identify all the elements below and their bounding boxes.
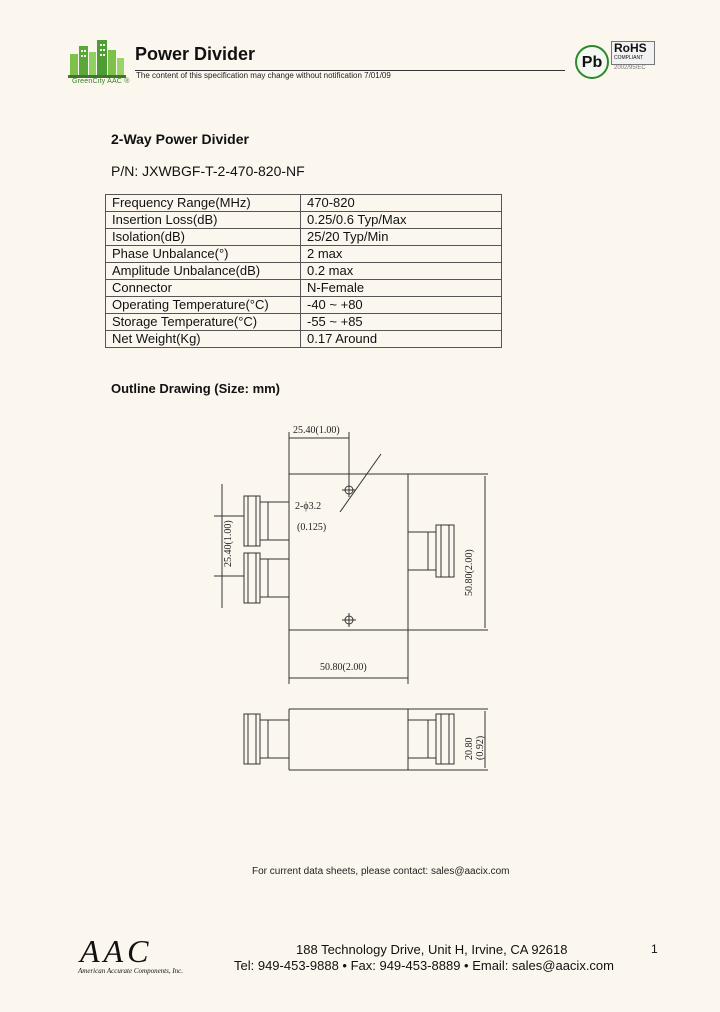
spec-table: Frequency Range(MHz)470-820 Insertion Lo… xyxy=(105,194,502,348)
spec-param: Connector xyxy=(105,279,301,297)
spec-value: -40 ~ +80 xyxy=(300,296,502,314)
spec-row: Isolation(dB)25/20 Typ/Min xyxy=(105,228,502,246)
rohs-subtitle: COMPLIANT xyxy=(614,55,644,61)
connector-side-left xyxy=(243,713,290,765)
spec-value: N-Female xyxy=(300,279,502,297)
spec-row: Insertion Loss(dB)0.25/0.6 Typ/Max xyxy=(105,211,502,229)
part-number: P/N: JXWBGF-T-2-470-820-NF xyxy=(111,163,305,179)
spec-value: -55 ~ +85 xyxy=(300,313,502,331)
change-notice: The content of this specification may ch… xyxy=(136,71,391,80)
connector-side-right xyxy=(407,713,455,765)
spec-param: Phase Unbalance(°) xyxy=(105,245,301,263)
company-name: American Accurate Components, Inc. xyxy=(78,967,184,975)
spec-param: Amplitude Unbalance(dB) xyxy=(105,262,301,280)
dim-side-label: 20.80 xyxy=(464,738,475,761)
company-contacts: Tel: 949-453-9888 • Fax: 949-453-8889 • … xyxy=(234,958,614,973)
spec-param: Frequency Range(MHz) xyxy=(105,194,301,212)
spec-value: 2 max xyxy=(300,245,502,263)
aac-logo: AAC xyxy=(78,934,152,968)
aac-logo-text: AAC xyxy=(78,934,152,968)
rohs-date: 2002/95/EC xyxy=(614,65,646,71)
connector-port xyxy=(243,552,290,604)
connector-port xyxy=(243,495,290,547)
hole-diameter-label: 2-ϕ3.2 xyxy=(295,501,321,512)
outline-heading: Outline Drawing (Size: mm) xyxy=(111,381,281,396)
spec-row: Amplitude Unbalance(dB)0.2 max xyxy=(105,262,502,280)
dim-top-label: 25.40(1.00) xyxy=(293,425,340,436)
product-title: 2-Way Power Divider xyxy=(111,131,249,147)
spec-value: 25/20 Typ/Min xyxy=(300,228,502,246)
dim-side-inch-label: (0.92) xyxy=(475,736,486,760)
spec-value: 0.2 max xyxy=(300,262,502,280)
spec-value: 470-820 xyxy=(300,194,502,212)
spec-param: Operating Temperature(°C) xyxy=(105,296,301,314)
logo-caption: GreenCity AAC ® xyxy=(72,78,130,85)
spec-value: 0.17 Around xyxy=(300,330,502,348)
dim-bottom-label: 50.80(2.00) xyxy=(320,662,367,673)
spec-row: Storage Temperature(°C)-55 ~ +85 xyxy=(105,313,502,331)
document-title: Power Divider xyxy=(135,44,256,64)
spec-row: Operating Temperature(°C)-40 ~ +80 xyxy=(105,296,502,314)
header-divider xyxy=(135,70,565,71)
spec-param: Isolation(dB) xyxy=(105,228,301,246)
spec-row: Frequency Range(MHz)470-820 xyxy=(105,194,502,212)
outline-drawing: 25.40(1.00) 2-ϕ3.2 (0.125) 25.40(1.00) 5… xyxy=(214,425,488,771)
contact-line: For current data sheets, please contact:… xyxy=(252,866,510,877)
mounting-hole xyxy=(342,483,356,497)
greencity-logo xyxy=(68,40,126,78)
spec-param: Insertion Loss(dB) xyxy=(105,211,301,229)
mounting-hole xyxy=(342,613,356,627)
company-address: 188 Technology Drive, Unit H, Irvine, CA… xyxy=(296,942,568,957)
hole-diameter-inch-label: (0.125) xyxy=(297,522,326,533)
page-number: 1 xyxy=(651,942,658,956)
spec-param: Net Weight(Kg) xyxy=(105,330,301,348)
rohs-title: RoHS xyxy=(614,41,647,55)
pb-free-badge: Pb xyxy=(575,45,609,79)
spec-row: Phase Unbalance(°)2 max xyxy=(105,245,502,263)
dim-right-label: 50.80(2.00) xyxy=(464,549,475,596)
connector-port xyxy=(407,524,455,578)
spec-param: Storage Temperature(°C) xyxy=(105,313,301,331)
spec-row: Net Weight(Kg)0.17 Around xyxy=(105,330,502,348)
dim-left-label: 25.40(1.00) xyxy=(223,520,234,567)
spec-value: 0.25/0.6 Typ/Max xyxy=(300,211,502,229)
rohs-badge xyxy=(611,41,655,65)
